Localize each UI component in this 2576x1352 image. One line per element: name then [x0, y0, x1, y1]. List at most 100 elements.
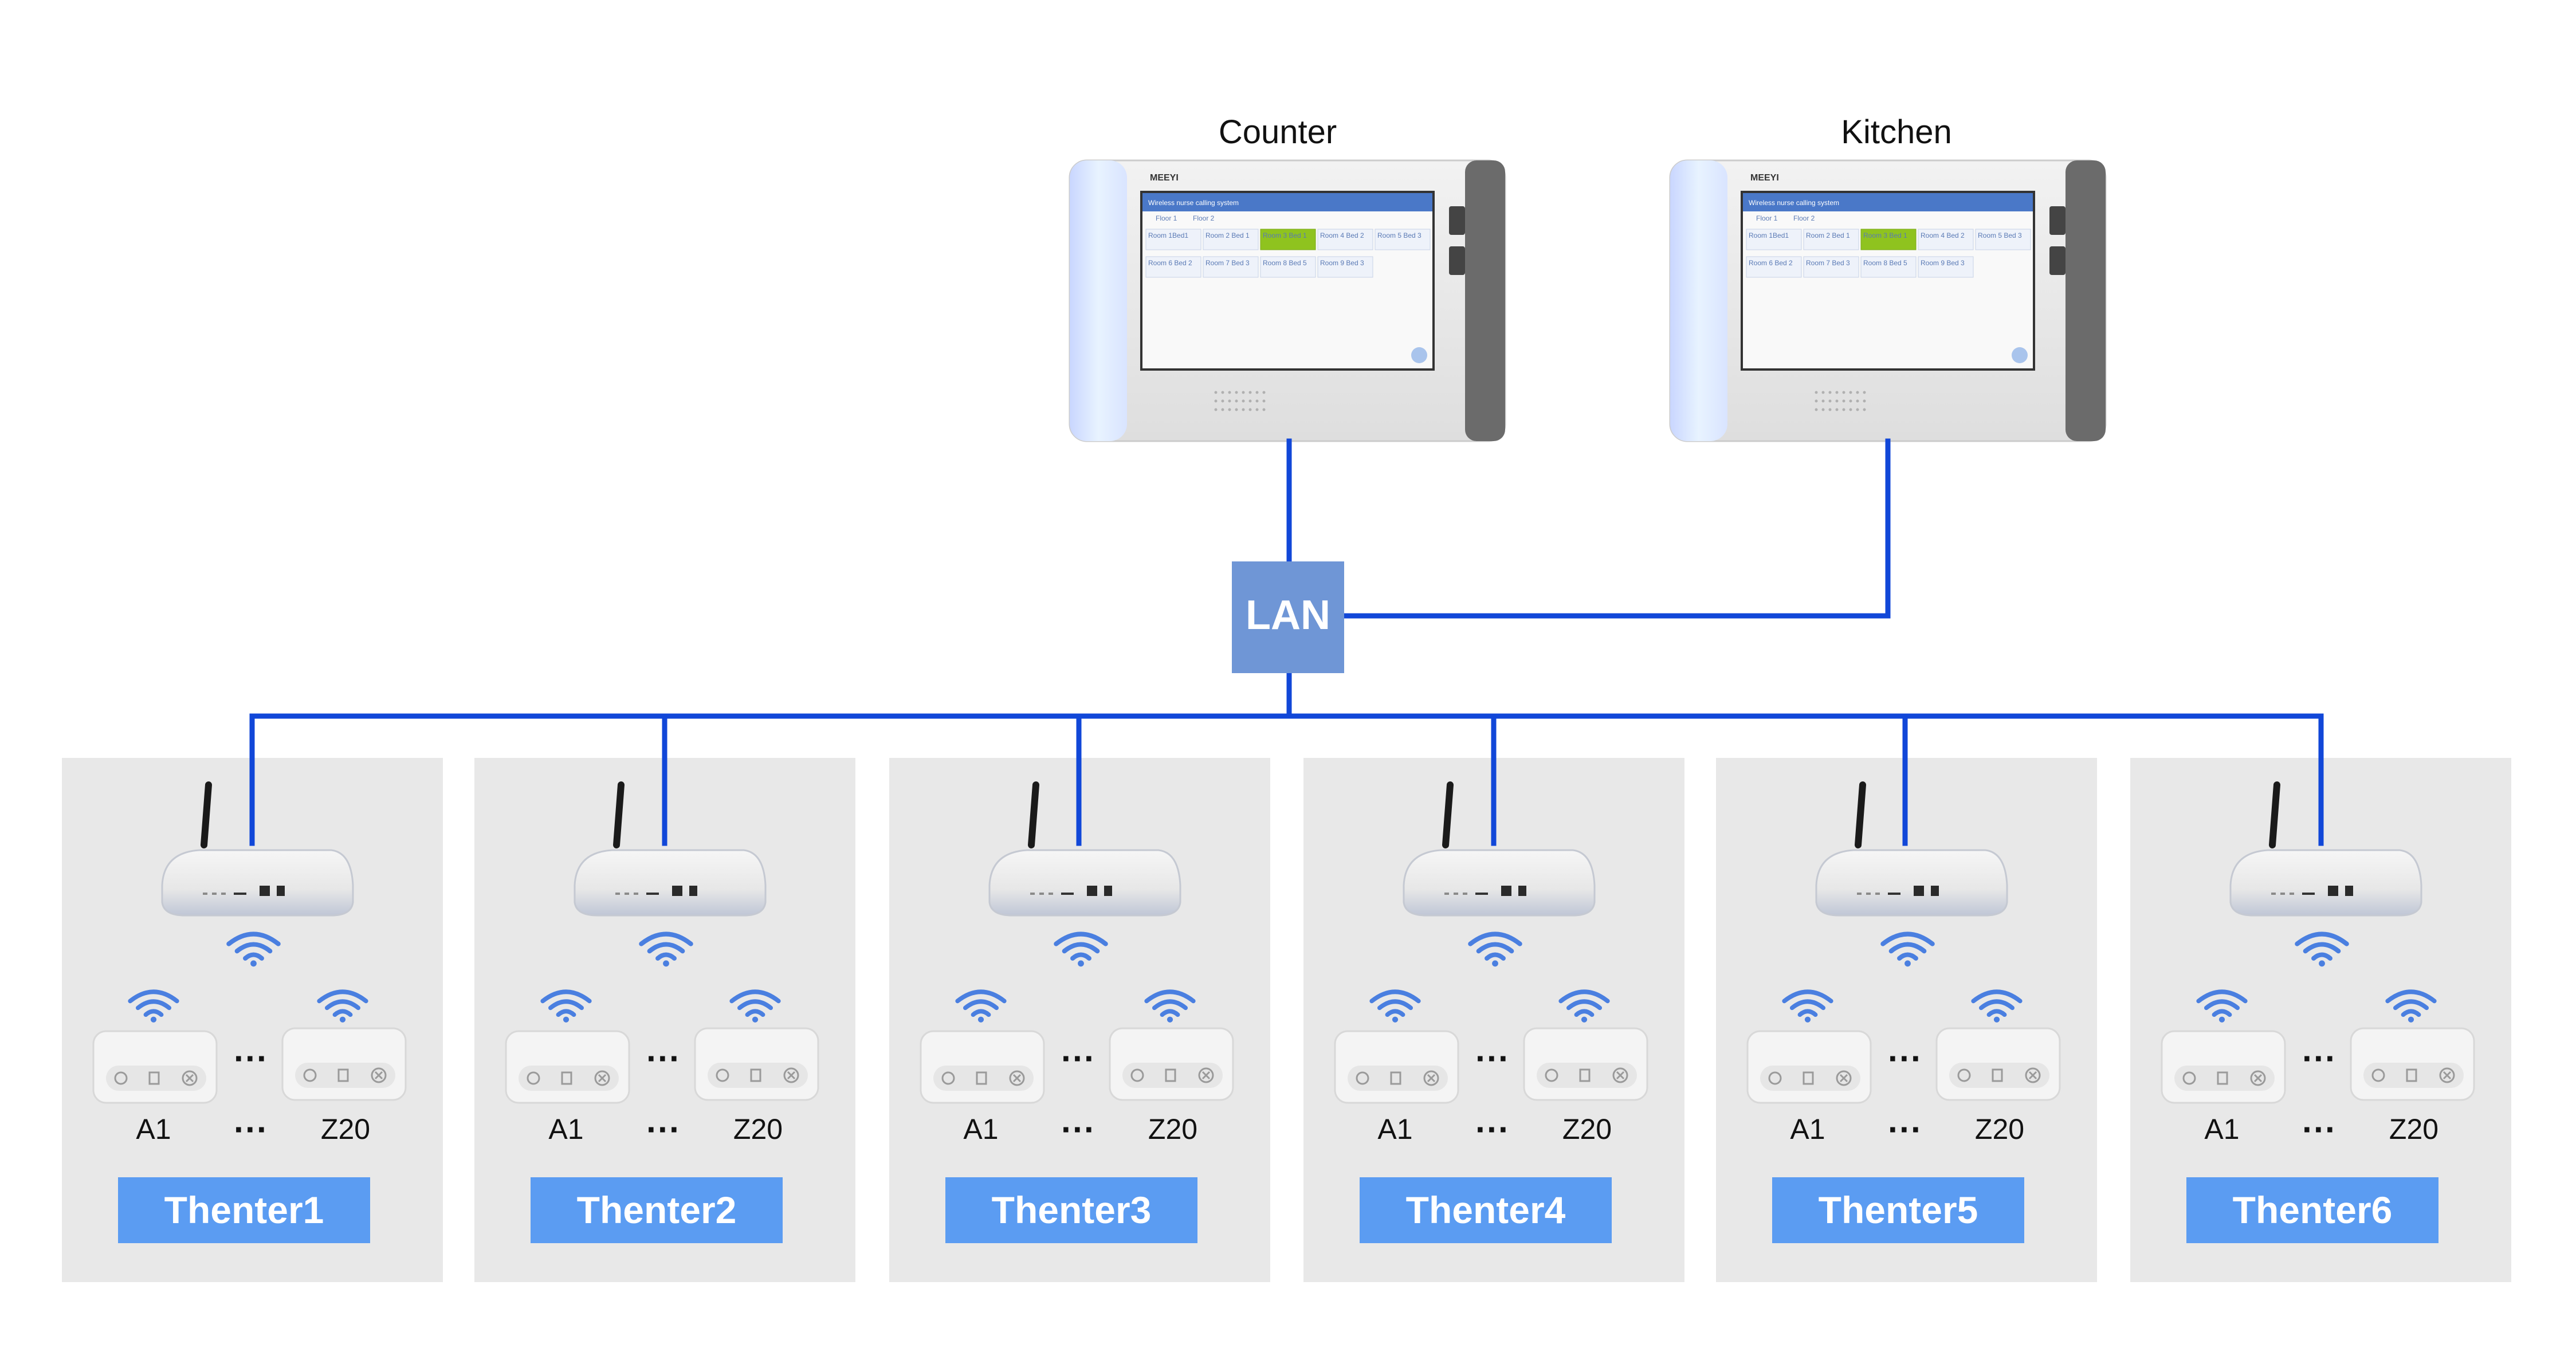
- label-ellipsis: ···: [646, 1110, 681, 1149]
- call-button-icon: [1334, 1030, 1459, 1104]
- room-tile[interactable]: Room 6 Bed 2: [1148, 259, 1192, 267]
- room-tile[interactable]: Room 1Bed1: [1749, 231, 1789, 239]
- home-button[interactable]: [2049, 246, 2065, 275]
- device-label-first: A1: [1377, 1113, 1412, 1145]
- brand-logo: MEEYI: [1750, 173, 1779, 183]
- router-icon: [1815, 781, 2008, 917]
- device-ellipsis: ···: [646, 1039, 681, 1078]
- thenter-button[interactable]: Thenter2: [531, 1177, 783, 1243]
- wifi-icon: [226, 932, 281, 967]
- terminal-screen[interactable]: [1741, 191, 2035, 371]
- call-button-icon: [92, 1030, 218, 1104]
- device-label-last: Z20: [1975, 1113, 2024, 1145]
- router-icon: [574, 781, 767, 917]
- room-tile[interactable]: Room 2 Bed 1: [1205, 231, 1250, 239]
- room-tile[interactable]: Room 5 Bed 3: [1377, 231, 1421, 239]
- power-button[interactable]: [1449, 206, 1465, 235]
- device-label-last: Z20: [321, 1113, 370, 1145]
- thenter-label: Thenter6: [2233, 1189, 2393, 1231]
- device-label-last: Z20: [2389, 1113, 2438, 1145]
- screen-fab[interactable]: [1411, 347, 1427, 363]
- call-button-icon: [2161, 1030, 2286, 1104]
- thenter-label: Thenter4: [1406, 1189, 1566, 1231]
- room-tile[interactable]: Room 1Bed1: [1148, 231, 1188, 239]
- router-icon: [988, 781, 1181, 917]
- wifi-icon: [2295, 932, 2349, 967]
- terminal-counter: Counter MEEYI Wireless nurse calling sys…: [1069, 113, 1506, 442]
- home-button[interactable]: [1449, 246, 1465, 275]
- device-label-first: A1: [136, 1113, 171, 1145]
- terminal-title: Kitchen: [1841, 113, 1951, 151]
- terminal-screen[interactable]: [1140, 191, 1435, 371]
- wifi-icon: [2385, 989, 2437, 1023]
- wifi-icon: [955, 989, 1007, 1023]
- wifi-icon: [1144, 989, 1196, 1023]
- thenter-button[interactable]: Thenter6: [2186, 1177, 2438, 1243]
- call-button-icon: [281, 1027, 407, 1101]
- screen-tab[interactable]: Floor 1: [1156, 214, 1177, 222]
- room-tile[interactable]: Room 9 Bed 3: [1921, 259, 1965, 267]
- call-button-icon: [1109, 1027, 1234, 1101]
- wifi-icon: [2196, 989, 2248, 1023]
- call-button-icon: [505, 1030, 630, 1104]
- room-tile[interactable]: Room 6 Bed 2: [1749, 259, 1793, 267]
- room-tile[interactable]: Room 9 Bed 3: [1320, 259, 1364, 267]
- network-lines: [249, 438, 2324, 846]
- wifi-icon: [1468, 932, 1522, 967]
- wifi-icon: [1369, 989, 1421, 1023]
- device-ellipsis: ···: [1061, 1039, 1095, 1078]
- device-label-last: Z20: [1562, 1113, 1612, 1145]
- call-button-icon: [920, 1030, 1045, 1104]
- side-panel: [2065, 160, 2106, 441]
- device-label-first: A1: [963, 1113, 998, 1145]
- room-tile[interactable]: Room 4 Bed 2: [1320, 231, 1364, 239]
- wifi-icon: [1054, 932, 1108, 967]
- link-kitchen-lan: [1344, 438, 1891, 619]
- screen-title: Wireless nurse calling system: [1148, 199, 1239, 207]
- wifi-icon: [540, 989, 592, 1023]
- thenter-button[interactable]: Thenter1: [118, 1177, 370, 1243]
- thenter-button[interactable]: Thenter4: [1360, 1177, 1612, 1243]
- room-tile-active[interactable]: Room 3 Bed 1: [1263, 231, 1307, 239]
- room-tile[interactable]: Room 8 Bed 5: [1263, 259, 1307, 267]
- screen-fab[interactable]: [2012, 347, 2028, 363]
- router-icon: [161, 781, 354, 917]
- thenter-button[interactable]: Thenter5: [1772, 1177, 2024, 1243]
- room-tile[interactable]: Room 7 Bed 3: [1806, 259, 1850, 267]
- thenter-label: Thenter2: [577, 1189, 737, 1231]
- wifi-icon: [639, 932, 693, 967]
- speaker-dots: [1214, 391, 1266, 411]
- room-tile[interactable]: Room 7 Bed 3: [1205, 259, 1250, 267]
- room-tile[interactable]: Room 5 Bed 3: [1978, 231, 2022, 239]
- thenter-button[interactable]: Thenter3: [945, 1177, 1197, 1243]
- terminal-title: Counter: [1219, 113, 1337, 151]
- wifi-icon: [1782, 989, 1833, 1023]
- thenter-label: Thenter5: [1819, 1189, 1978, 1231]
- call-button-icon: [2350, 1027, 2475, 1101]
- room-tile-active[interactable]: Room 3 Bed 1: [1863, 231, 1907, 239]
- wifi-icon: [729, 989, 781, 1023]
- room-tile[interactable]: Room 4 Bed 2: [1921, 231, 1965, 239]
- screen-tab[interactable]: Floor 1: [1756, 214, 1778, 222]
- terminal-kitchen: Kitchen MEEYI Wireless nurse calling sys…: [1669, 113, 2107, 442]
- screen-tab[interactable]: Floor 2: [1193, 214, 1215, 222]
- label-ellipsis: ···: [2302, 1110, 2337, 1149]
- room-tile[interactable]: Room 8 Bed 5: [1863, 259, 1907, 267]
- wifi-icon: [1558, 989, 1610, 1023]
- glow-strip: [1070, 160, 1127, 441]
- routers-layer: [161, 781, 2422, 917]
- lan-switch: LAN: [1232, 561, 1344, 673]
- power-button[interactable]: [2049, 206, 2065, 235]
- screen-tab[interactable]: Floor 2: [1793, 214, 1815, 222]
- label-ellipsis: ···: [1061, 1110, 1095, 1149]
- device-label-first: A1: [2204, 1113, 2239, 1145]
- room-grid: Room 1Bed1 Room 2 Bed 1 Room 3 Bed 1 Roo…: [1145, 229, 1431, 278]
- side-panel: [1465, 160, 1505, 441]
- label-ellipsis: ···: [1888, 1110, 1922, 1149]
- call-button-icon: [1935, 1027, 2061, 1101]
- thenter-label: Thenter3: [992, 1189, 1152, 1231]
- room-tile[interactable]: Room 2 Bed 1: [1806, 231, 1850, 239]
